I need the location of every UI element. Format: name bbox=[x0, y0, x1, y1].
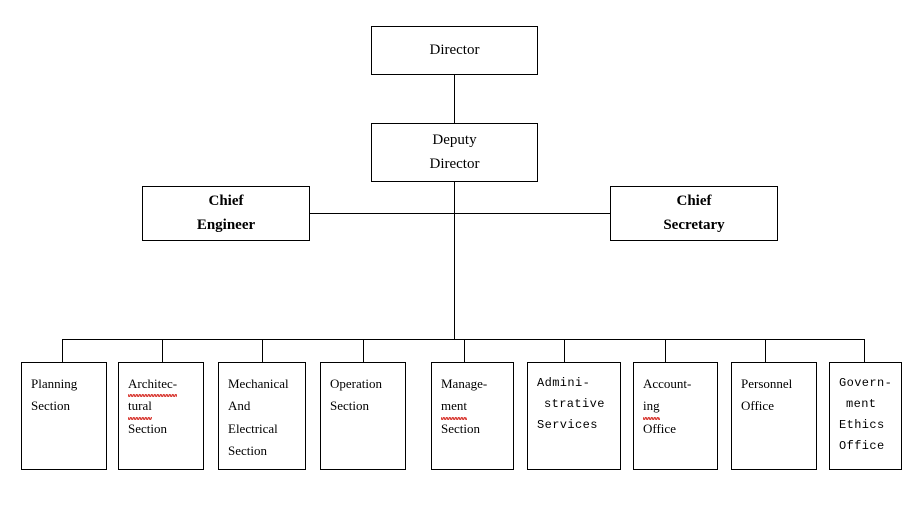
node-architectural-section[interactable]: Architec- tural Section bbox=[118, 362, 204, 470]
node-operation-section-label-line2: Section bbox=[330, 398, 369, 414]
connector-drop-accounting bbox=[665, 339, 666, 362]
node-operation-section[interactable]: Operation Section bbox=[320, 362, 406, 470]
node-architectural-section-label-line3: Section bbox=[128, 420, 167, 436]
node-planning-section-label-line1: Planning bbox=[31, 376, 78, 391]
node-administrative-services[interactable]: Admini- strative Services bbox=[527, 362, 621, 470]
node-government-ethics-office-label-line3: Ethics bbox=[839, 418, 885, 432]
connector-bottom-bus bbox=[62, 339, 865, 340]
connector-drop-operation bbox=[363, 339, 364, 362]
node-mechanical-electrical-section-label-line1: Mechanical bbox=[228, 376, 289, 391]
connector-chief-engineer-to-secretary bbox=[310, 213, 610, 214]
node-personnel-office[interactable]: Personnel Office bbox=[731, 362, 817, 470]
connector-drop-planning bbox=[62, 339, 63, 362]
node-mechanical-electrical-section[interactable]: Mechanical And Electrical Section bbox=[218, 362, 306, 470]
node-personnel-office-label-line1: Personnel bbox=[741, 376, 793, 391]
spellcheck-underline: tural bbox=[128, 395, 152, 421]
connector-drop-architectural bbox=[162, 339, 163, 362]
node-mechanical-electrical-section-label-line3: Electrical bbox=[228, 420, 278, 436]
node-director-label: Director bbox=[429, 41, 480, 58]
node-deputy-director-label-line2: Director bbox=[429, 155, 480, 172]
node-architectural-section-label-line2: tural bbox=[128, 395, 203, 421]
node-management-section-label-line3: Section bbox=[441, 420, 480, 436]
connector-drop-personnel bbox=[765, 339, 766, 362]
node-chief-engineer[interactable]: Chief Engineer bbox=[142, 186, 310, 241]
node-planning-section[interactable]: Planning Section bbox=[21, 362, 107, 470]
node-mechanical-electrical-section-label-line2: And bbox=[228, 398, 251, 414]
node-administrative-services-label-line1: Admini- bbox=[537, 376, 591, 390]
node-director[interactable]: Director bbox=[371, 26, 538, 75]
node-personnel-office-label-line2: Office bbox=[741, 398, 774, 414]
node-administrative-services-label-line3: Services bbox=[537, 418, 598, 432]
connector-drop-government bbox=[864, 339, 865, 362]
node-accounting-office-label-line2: ing bbox=[643, 395, 717, 421]
node-deputy-director[interactable]: Deputy Director bbox=[371, 123, 538, 182]
connector-director-to-deputy bbox=[454, 75, 455, 123]
spellcheck-underline: ing bbox=[643, 395, 660, 421]
node-accounting-office-label-line1: Account- bbox=[643, 376, 692, 391]
node-chief-secretary-label-line2: Secretary bbox=[663, 216, 725, 233]
node-management-section[interactable]: Manage- ment Section bbox=[431, 362, 514, 470]
node-accounting-office[interactable]: Account- ing Office bbox=[633, 362, 718, 470]
node-deputy-director-label-line1: Deputy bbox=[432, 132, 477, 149]
connector-drop-administrative bbox=[564, 339, 565, 362]
node-chief-secretary-label-line1: Chief bbox=[676, 193, 712, 210]
node-government-ethics-office[interactable]: Govern- ment Ethics Office bbox=[829, 362, 902, 470]
node-chief-engineer-label-line2: Engineer bbox=[196, 216, 256, 233]
node-chief-secretary[interactable]: Chief Secretary bbox=[610, 186, 778, 241]
node-planning-section-label-line2: Section bbox=[31, 398, 70, 414]
node-operation-section-label-line1: Operation bbox=[330, 376, 382, 391]
node-government-ethics-office-label-line1: Govern- bbox=[839, 376, 893, 390]
connector-drop-mechanical bbox=[262, 339, 263, 362]
node-administrative-services-label-line2: strative bbox=[544, 397, 605, 411]
node-accounting-office-label-line3: Office bbox=[643, 420, 676, 436]
node-management-section-label-line2: ment bbox=[441, 395, 513, 421]
spellcheck-underline: Architec- bbox=[128, 373, 178, 398]
spellcheck-underline: ment bbox=[441, 395, 467, 421]
node-management-section-label-line1: Manage- bbox=[441, 376, 488, 391]
node-architectural-section-label-line1: Architec- bbox=[128, 373, 203, 398]
node-mechanical-electrical-section-label-line4: Section bbox=[228, 443, 267, 459]
connector-deputy-trunk bbox=[454, 182, 455, 340]
node-government-ethics-office-label-line4: Office bbox=[839, 439, 885, 453]
connector-drop-management bbox=[464, 339, 465, 362]
node-government-ethics-office-label-line2: ment bbox=[846, 397, 877, 411]
node-chief-engineer-label-line1: Chief bbox=[208, 193, 244, 210]
